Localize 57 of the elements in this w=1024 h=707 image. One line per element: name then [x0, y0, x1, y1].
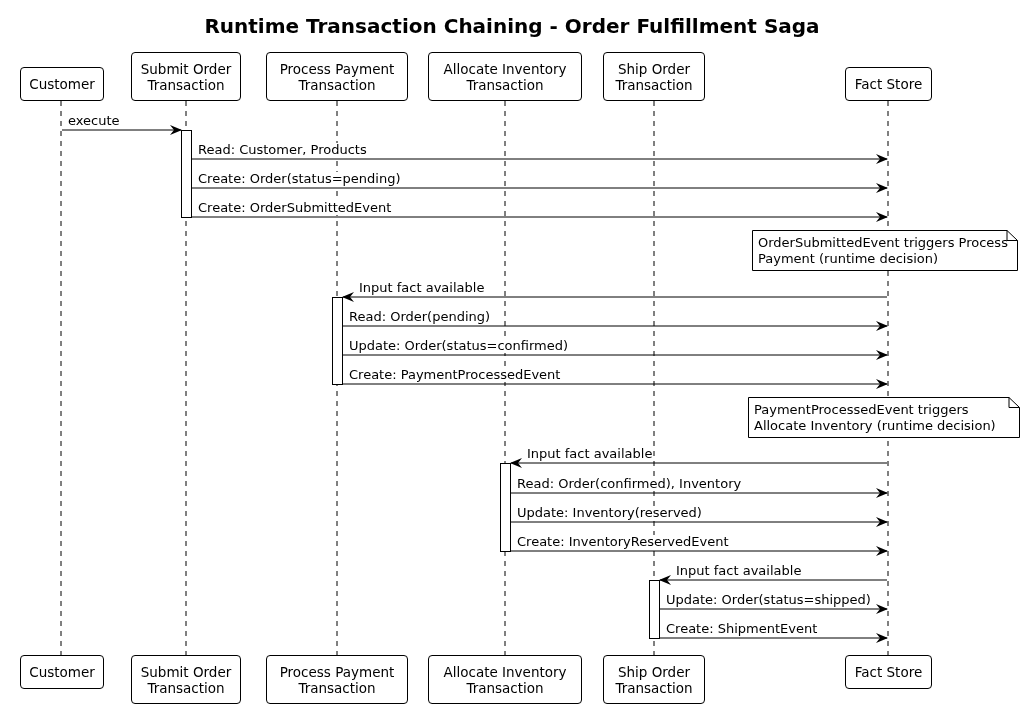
edge-label: Update: Order(status=shipped) — [665, 593, 872, 607]
lifeline — [504, 101, 506, 655]
message-arrow — [659, 633, 888, 643]
message-arrow — [342, 292, 888, 302]
participant-box: Process Payment Transaction — [266, 655, 408, 704]
participant-box: Ship Order Transaction — [603, 655, 705, 704]
participant-box: Customer — [20, 655, 104, 689]
note-text: OrderSubmittedEvent triggers Process Payment (runtime decision) — [758, 234, 1009, 267]
edge-label: Read: Order(pending) — [348, 310, 492, 324]
participant-box: Customer — [20, 67, 104, 101]
edge-label: Create: OrderSubmittedEvent — [197, 201, 393, 215]
edge-label: execute — [67, 114, 121, 128]
diagram-title: Runtime Transaction Chaining - Order Fulfillment Saga — [203, 14, 821, 38]
participant-box: Fact Store — [845, 655, 932, 689]
edge-label: Update: Inventory(reserved) — [516, 506, 703, 520]
activation-bar — [649, 580, 660, 639]
message-arrow — [191, 212, 888, 222]
edge-label: Create: Order(status=pending) — [197, 172, 402, 186]
edge-label: Update: Order(status=confirmed) — [348, 339, 570, 353]
message-arrow — [510, 546, 888, 556]
message-arrow — [191, 154, 888, 164]
message-arrow — [61, 125, 182, 135]
participant-box: Submit Order Transaction — [131, 655, 241, 704]
lifeline — [336, 101, 338, 655]
message-arrow — [342, 379, 888, 389]
edge-label: Input fact available — [358, 281, 486, 295]
note-text: PaymentProcessedEvent triggers Allocate Inventory (runtime decision) — [754, 401, 997, 434]
edge-label: Read: Order(confirmed), Inventory — [516, 477, 743, 491]
note-box — [748, 397, 1020, 438]
edge-label: Create: ShipmentEvent — [665, 622, 819, 636]
message-arrow — [659, 604, 888, 614]
message-arrow — [510, 517, 888, 527]
edge-label: Create: InventoryReservedEvent — [516, 535, 730, 549]
edge-label: Input fact available — [526, 447, 654, 461]
activation-bar — [181, 130, 192, 218]
note-box — [752, 230, 1018, 271]
lifeline — [653, 101, 655, 655]
participant-box: Submit Order Transaction — [131, 52, 241, 101]
participant-box: Allocate Inventory Transaction — [428, 655, 582, 704]
participant-box: Allocate Inventory Transaction — [428, 52, 582, 101]
lifeline — [887, 101, 889, 655]
message-arrow — [191, 183, 888, 193]
message-arrow — [510, 458, 888, 468]
participant-box: Fact Store — [845, 67, 932, 101]
edge-label: Create: PaymentProcessedEvent — [348, 368, 562, 382]
edge-label: Read: Customer, Products — [197, 143, 368, 157]
edge-label: Input fact available — [675, 564, 803, 578]
message-arrow — [342, 321, 888, 331]
message-arrow — [510, 488, 888, 498]
activation-bar — [332, 297, 343, 385]
message-arrow — [659, 575, 888, 585]
lifeline — [185, 101, 187, 655]
lifeline — [60, 101, 62, 655]
participant-box: Ship Order Transaction — [603, 52, 705, 101]
activation-bar — [500, 463, 511, 552]
participant-box: Process Payment Transaction — [266, 52, 408, 101]
message-arrow — [342, 350, 888, 360]
